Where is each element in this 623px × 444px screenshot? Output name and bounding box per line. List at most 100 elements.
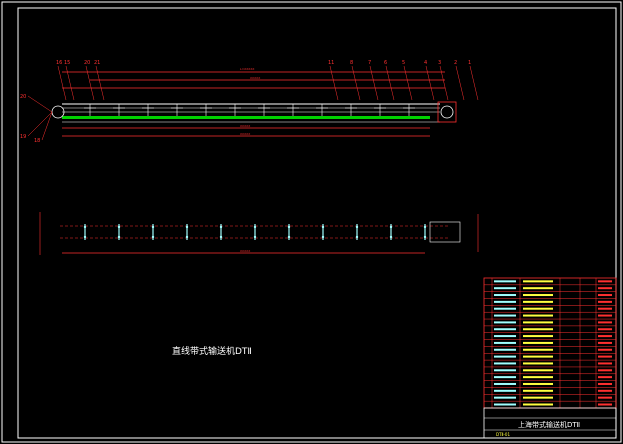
parts-row-fill — [598, 294, 612, 297]
callout-label: 19 — [20, 134, 26, 140]
drawing-number: DTⅡ-01 — [496, 432, 510, 437]
parts-row-fill — [523, 376, 553, 379]
parts-row-fill — [523, 348, 553, 351]
parts-row-fill — [598, 389, 612, 392]
parts-row-fill — [494, 341, 516, 344]
parts-row-fill — [598, 280, 612, 283]
plan-idler-bolt — [83, 225, 87, 229]
callout-leader — [41, 111, 53, 141]
plan-idler-bolt — [117, 225, 121, 229]
parts-row-fill — [523, 280, 553, 283]
parts-row-fill — [598, 369, 612, 372]
parts-row-fill — [494, 294, 516, 297]
parts-row-fill — [523, 403, 553, 406]
plan-idler-bolt — [355, 235, 359, 239]
lower-dim-text-1: XXXXX — [240, 124, 250, 128]
parts-row-fill — [494, 396, 516, 399]
plan-dim-text: XXXXX — [240, 249, 250, 253]
parts-list — [483, 277, 617, 409]
plan-idler-bolt — [253, 225, 257, 229]
parts-row-fill — [494, 335, 516, 338]
parts-row-fill — [494, 328, 516, 331]
dim-text-2: XXXXX — [250, 76, 260, 80]
head-pulley — [440, 105, 454, 119]
parts-row-fill — [598, 341, 612, 344]
carrying-idlers — [84, 104, 415, 116]
parts-row-fill — [523, 389, 553, 392]
callout-label: 16 — [56, 60, 62, 66]
parts-row-fill — [494, 314, 516, 317]
callout-leader — [469, 65, 479, 101]
plan-idler-bolt — [219, 225, 223, 229]
parts-row-fill — [598, 382, 612, 385]
return-belt — [62, 116, 430, 119]
parts-row-fill — [598, 314, 612, 317]
parts-row-fill — [523, 335, 553, 338]
parts-row-fill — [523, 321, 553, 324]
callout-leader — [27, 95, 53, 113]
parts-row-fill — [494, 321, 516, 324]
parts-row-fill — [523, 314, 553, 317]
parts-row-fill — [523, 382, 553, 385]
callout-label: 5 — [402, 60, 405, 66]
callout-label: 7 — [368, 60, 371, 66]
parts-row-fill — [598, 321, 612, 324]
callout-label: 20 — [20, 94, 26, 100]
callout-label: 11 — [328, 60, 334, 66]
parts-row-fill — [494, 362, 516, 365]
parts-row-fill — [598, 300, 612, 303]
parts-row-fill — [523, 328, 553, 331]
plan-idler-bolt — [117, 235, 121, 239]
parts-row-fill — [598, 287, 612, 290]
plan-drive-unit — [429, 221, 461, 243]
lower-dim-text-2: XXXXX — [240, 132, 250, 136]
parts-row-fill — [598, 348, 612, 351]
callout-label: 6 — [384, 60, 387, 66]
plan-idler-bolt — [151, 235, 155, 239]
callout-leader — [329, 65, 339, 101]
plan-idler-bolt — [389, 235, 393, 239]
callout-label: 18 — [34, 138, 40, 144]
plan-idler-bolt — [83, 235, 87, 239]
title-block-frame — [483, 407, 617, 439]
callout-label: 3 — [438, 60, 441, 66]
parts-row-fill — [494, 300, 516, 303]
callout-leader — [403, 65, 413, 101]
callout-leader — [95, 65, 105, 101]
parts-row-fill — [598, 328, 612, 331]
section-title: 直线带式输送机DTⅡ — [172, 345, 252, 357]
parts-row-fill — [523, 369, 553, 372]
parts-list-rows — [484, 278, 616, 408]
plan-idler-bolt — [287, 235, 291, 239]
plan-idler-bolt — [321, 235, 325, 239]
callout-label: 1 — [468, 60, 471, 66]
parts-row-fill — [494, 382, 516, 385]
parts-row-fill — [598, 396, 612, 399]
sheet-inner-border — [17, 7, 617, 439]
callout-label: 4 — [424, 60, 427, 66]
parts-row-fill — [523, 307, 553, 310]
plan-idler-bolt — [253, 235, 257, 239]
callout-leader — [27, 111, 53, 137]
parts-row-fill — [494, 287, 516, 290]
parts-row-fill — [523, 287, 553, 290]
plan-idler-bolt — [185, 225, 189, 229]
plan-idler-bolt — [389, 225, 393, 229]
callout-label: 15 — [64, 60, 70, 66]
plan-view: XXXXX — [39, 212, 479, 255]
parts-row-fill — [494, 369, 516, 372]
callout-leader — [57, 65, 67, 101]
plan-idler-bolt — [287, 225, 291, 229]
parts-row-fill — [494, 348, 516, 351]
callout-leader — [385, 65, 395, 101]
callout-leader — [439, 65, 449, 101]
callout-leader — [369, 65, 379, 101]
plan-idler-bolt — [219, 235, 223, 239]
parts-row-fill — [494, 376, 516, 379]
dim-text-overall: L=XXXXX — [240, 67, 254, 71]
parts-row-fill — [598, 403, 612, 406]
callout-label: 8 — [350, 60, 353, 66]
parts-row-fill — [598, 307, 612, 310]
callout-leader — [425, 65, 435, 101]
